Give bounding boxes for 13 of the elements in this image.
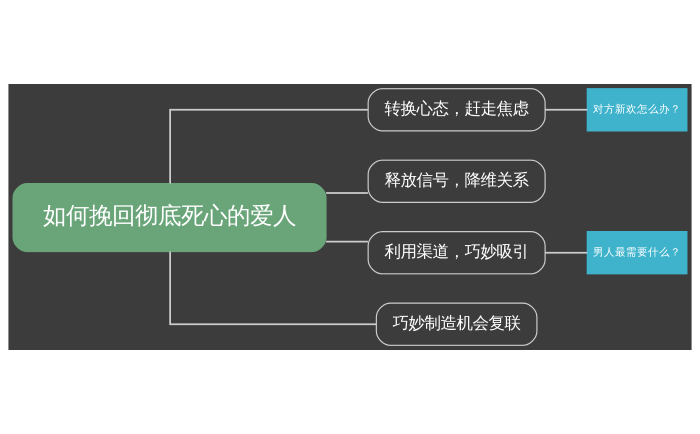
node-box: 如何挽回彻底死心的爱人 [12, 183, 327, 252]
connector [169, 252, 376, 326]
connector [545, 252, 588, 254]
connector [169, 108, 368, 184]
connector [545, 108, 588, 111]
connector [326, 240, 368, 242]
node-box: 利用渠道，巧妙吸引 [368, 231, 546, 274]
node-box: 对方新欢怎么办？ [586, 88, 688, 132]
node-box: 男人最需要什么？ [586, 231, 688, 274]
connector [326, 192, 368, 194]
node-box: 转换心态，赶走焦虑 [368, 88, 546, 132]
node-box: 释放信号，降维关系 [368, 160, 546, 203]
node-box: 巧妙制造机会复联 [376, 302, 538, 346]
